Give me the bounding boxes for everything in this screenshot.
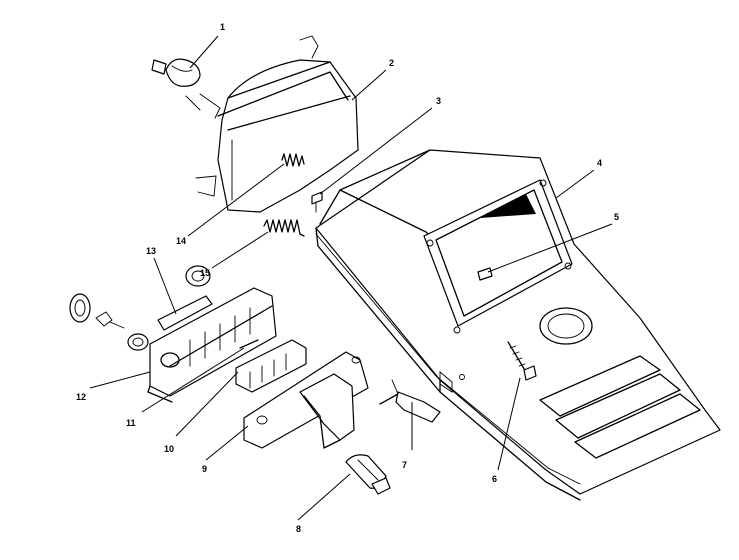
pin — [239, 339, 259, 349]
switch-bracket — [147, 287, 277, 403]
callout-9: 9 — [202, 464, 207, 474]
callout-4: 4 — [597, 158, 602, 168]
spring-lower — [263, 219, 305, 237]
callout-5: 5 — [614, 212, 619, 222]
screw — [311, 191, 323, 213]
switch-block — [235, 339, 307, 393]
insulator-strip — [157, 295, 213, 331]
callout-3: 3 — [436, 96, 441, 106]
callout-6: 6 — [492, 474, 497, 484]
spring-upper — [281, 153, 305, 167]
leader-lines — [89, 35, 613, 521]
grommet — [185, 265, 211, 287]
callout-14: 14 — [176, 236, 186, 246]
callout-2: 2 — [389, 58, 394, 68]
callout-11: 11 — [126, 418, 136, 428]
bezel-screw — [477, 267, 493, 281]
callout-7: 7 — [402, 460, 407, 470]
indicator-bulb — [345, 454, 391, 495]
callout-labels: 1 2 3 4 5 6 7 8 9 10 11 12 13 14 15 — [76, 22, 619, 534]
callout-8: 8 — [296, 524, 301, 534]
callout-10: 10 — [164, 444, 174, 454]
long-screw — [507, 341, 537, 381]
bulb — [151, 58, 201, 87]
switch-plate — [243, 351, 369, 449]
switch-knob — [69, 293, 149, 351]
toggle-switch — [379, 379, 441, 423]
callout-12: 12 — [76, 392, 86, 402]
callout-15: 15 — [200, 268, 210, 278]
lamp-housing — [185, 35, 359, 213]
callout-13: 13 — [146, 246, 156, 256]
instrument-panel — [315, 149, 721, 501]
callout-1: 1 — [220, 22, 225, 32]
